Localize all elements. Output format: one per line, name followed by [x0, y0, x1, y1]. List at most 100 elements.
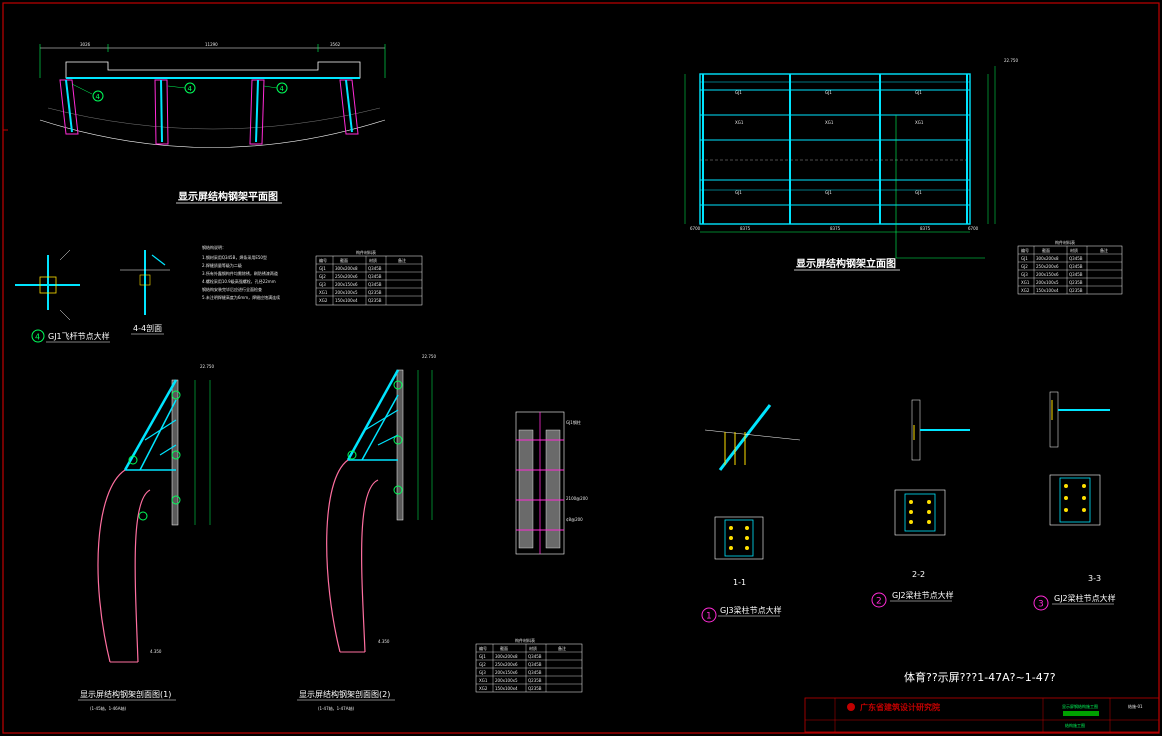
- t1-r4c2: Q235B: [368, 298, 382, 303]
- t2-r2c0: GJ3: [1021, 272, 1028, 277]
- t1-r4c0: XG2: [319, 298, 328, 303]
- t1-r0c2: Q345B: [368, 266, 382, 271]
- member-table-1: 构件材料表 编号 截面 材质 备注 GJ1 300x200x8 Q345B GJ…: [315, 249, 423, 306]
- project-name: 显示屏钢结构施工图: [1062, 703, 1098, 709]
- section1-elev-low: 4.350: [150, 649, 162, 654]
- t3-r0c0: GJ1: [479, 654, 486, 659]
- t2-h3: 备注: [1100, 247, 1108, 253]
- node-detail-1: 1-1 1 GJ3梁柱节点大样: [701, 404, 801, 623]
- t3-r4c0: XG2: [479, 686, 488, 691]
- member-table-3: 构件材料表 编号 截面 材质 备注 GJ1 300x200x8 Q345B GJ…: [475, 637, 583, 693]
- plan-dim-1: 3026: [80, 42, 91, 47]
- elev-beam-3: XG1: [915, 120, 924, 125]
- t3-r2c1: 200x150x6: [495, 670, 518, 675]
- wall-label-2: 2100@200: [566, 496, 588, 501]
- t3-h1: 截面: [500, 645, 508, 651]
- t2-r0c1: 300x200x8: [1036, 256, 1059, 261]
- t2-r3c0: XG1: [1021, 280, 1030, 285]
- notes-line-6: 5.未注明焊缝高度为6mm，焊缝应饱满连续: [202, 294, 280, 300]
- t2-r4c1: 150x100x4: [1036, 288, 1059, 293]
- company-logo-icon: [847, 703, 855, 711]
- t3-r3c2: Q235B: [528, 678, 542, 683]
- section2-subtitle: (1-47轴，1-47A轴): [318, 705, 354, 711]
- company-name: 广东省建筑设计研究院: [860, 702, 940, 712]
- elev-dim-2: 8375: [740, 226, 751, 231]
- node2-badge: [871, 592, 887, 608]
- t2-r4c0: XG2: [1021, 288, 1030, 293]
- t3-r3c0: XG1: [479, 678, 488, 683]
- node-detail-2: 2-2 2 GJ2梁柱节点大样: [871, 399, 970, 608]
- section-4-4-title: 4-4剖面: [133, 323, 162, 333]
- t2-h0: 编号: [1021, 247, 1029, 253]
- t3-h2: 材质: [529, 645, 537, 651]
- t2-r0c2: Q345B: [1069, 256, 1083, 261]
- detail-4-badge: [31, 329, 45, 343]
- section1-title: 显示屏结构钢架剖面图(1): [80, 689, 171, 699]
- plan-callout-4-c-label: 4: [280, 85, 285, 93]
- node3-cut-label: 3-3: [1088, 574, 1101, 583]
- section2-elev-top: 22.750: [422, 354, 436, 359]
- elev-tag-1: GJ1: [735, 90, 742, 95]
- table1-title: 构件材料表: [356, 249, 376, 255]
- t1-r0c1: 300x200x8: [335, 266, 358, 271]
- t3-r2c2: Q345B: [528, 670, 542, 675]
- t2-r1c2: Q345B: [1069, 264, 1083, 269]
- title-block: 广东省建筑设计研究院 显示屏钢结构施工图 结构施工图 结施-01: [804, 697, 1160, 733]
- notes-line-5: 钢结构安装完毕后应进行全面检查: [202, 286, 262, 292]
- member-table-2: 构件材料表 编号 截面 材质 备注 GJ1 300x200x8 Q345B GJ…: [1017, 239, 1123, 295]
- plan-callout-4-a-label: 4: [96, 93, 101, 101]
- node2-title: GJ2梁柱节点大样: [892, 590, 954, 600]
- section-view-2: 22.750 4.350 显示屏结构钢架剖面图(2) (1-47轴，1-47A轴…: [297, 354, 436, 711]
- t2-h1: 截面: [1042, 247, 1050, 253]
- elev-tag-3: GJ1: [915, 90, 922, 95]
- t3-h3: 备注: [558, 645, 566, 651]
- t3-h0: 编号: [479, 645, 487, 651]
- notes-line-4: 4.螺栓采用10.9级高强螺栓，孔径22mm: [202, 278, 276, 284]
- t3-r4c2: Q235B: [528, 686, 542, 691]
- t3-r1c2: Q345B: [528, 662, 542, 667]
- section1-elev-top: 22.750: [200, 364, 214, 369]
- t2-r1c0: GJ2: [1021, 264, 1028, 269]
- elev-tag-6: GJ1: [915, 190, 922, 195]
- elev-tag-5: GJ1: [825, 190, 832, 195]
- plan-callout-4-a: [92, 90, 104, 102]
- plan-callout-4-b-label: 4: [188, 85, 193, 93]
- table2-title: 构件材料表: [1055, 239, 1075, 245]
- t1-r2c2: Q345B: [368, 282, 382, 287]
- wall-label-3: ¢8@200: [566, 517, 583, 522]
- elev-dim-5: 6700: [968, 226, 979, 231]
- detail-4-node: 4 GJ1飞杆节点大样: [15, 249, 110, 343]
- node3-title: GJ2梁柱节点大样: [1054, 593, 1116, 603]
- plan-title: 显示屏结构钢架平面图: [178, 190, 278, 203]
- t3-r2c0: GJ3: [479, 670, 486, 675]
- t1-h3: 备注: [398, 257, 406, 263]
- node-detail-3: 3-3 3 GJ2梁柱节点大样: [1033, 391, 1116, 611]
- detail-4-number: 4: [35, 333, 40, 342]
- elev-tag-4: GJ1: [735, 190, 742, 195]
- t1-r0c0: GJ1: [319, 266, 326, 271]
- elev-dim-3: 8375: [830, 226, 841, 231]
- t1-r4c1: 150x100x4: [335, 298, 358, 303]
- elev-beam-1: XG1: [735, 120, 744, 125]
- elev-dim-1: 6700: [690, 226, 701, 231]
- t2-h2: 材质: [1070, 247, 1078, 253]
- bottom-annotation: 体育??示屏???1-47A?~1-47?: [904, 670, 1056, 684]
- t3-r0c2: Q345B: [528, 654, 542, 659]
- section2-elev-low: 4.350: [378, 639, 390, 644]
- elev-top-level: 22.750: [1004, 58, 1018, 63]
- node1-cut-label: 1-1: [733, 578, 746, 587]
- t2-r0c0: GJ1: [1021, 256, 1028, 261]
- drawing-code: 结施-01: [1128, 703, 1143, 709]
- notes-line-1: 1.钢材采用Q345B，焊条采用E50型: [202, 254, 267, 260]
- t2-r2c2: Q345B: [1069, 272, 1083, 277]
- drawing-name: 结构施工图: [1065, 722, 1085, 728]
- t1-r1c1: 250x200x6: [335, 274, 358, 279]
- section-view-1: 22.750 4.350 显示屏结构钢架剖面图(1) (1-45轴，1-46A轴…: [78, 364, 214, 711]
- t1-r3c2: Q235B: [368, 290, 382, 295]
- plan-dim-2: 11290: [205, 42, 218, 47]
- elev-beam-2: XG1: [825, 120, 834, 125]
- notes-title: 钢结构说明：: [202, 244, 226, 250]
- t1-h0: 编号: [319, 257, 327, 263]
- t3-r0c1: 300x200x8: [495, 654, 518, 659]
- t1-r2c0: GJ3: [319, 282, 326, 287]
